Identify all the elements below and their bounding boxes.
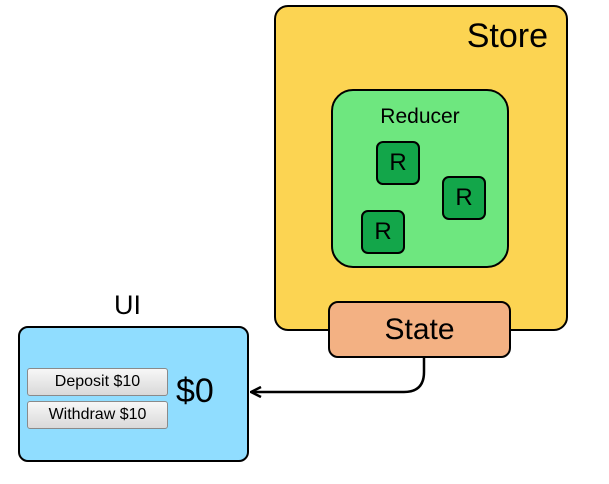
store-title: Store [466, 17, 548, 55]
reducer-item: R [376, 141, 420, 185]
reducer-item: R [361, 210, 405, 254]
ui-title: UI [114, 290, 141, 320]
balance-display: $0 [176, 372, 214, 410]
reducer-item: R [442, 176, 486, 220]
withdraw-button[interactable]: Withdraw $10 [27, 401, 168, 429]
deposit-button[interactable]: Deposit $10 [27, 368, 168, 396]
arrow-state-to-ui [252, 358, 426, 392]
reducer-title: Reducer [380, 105, 460, 128]
state-box: State [328, 301, 511, 358]
